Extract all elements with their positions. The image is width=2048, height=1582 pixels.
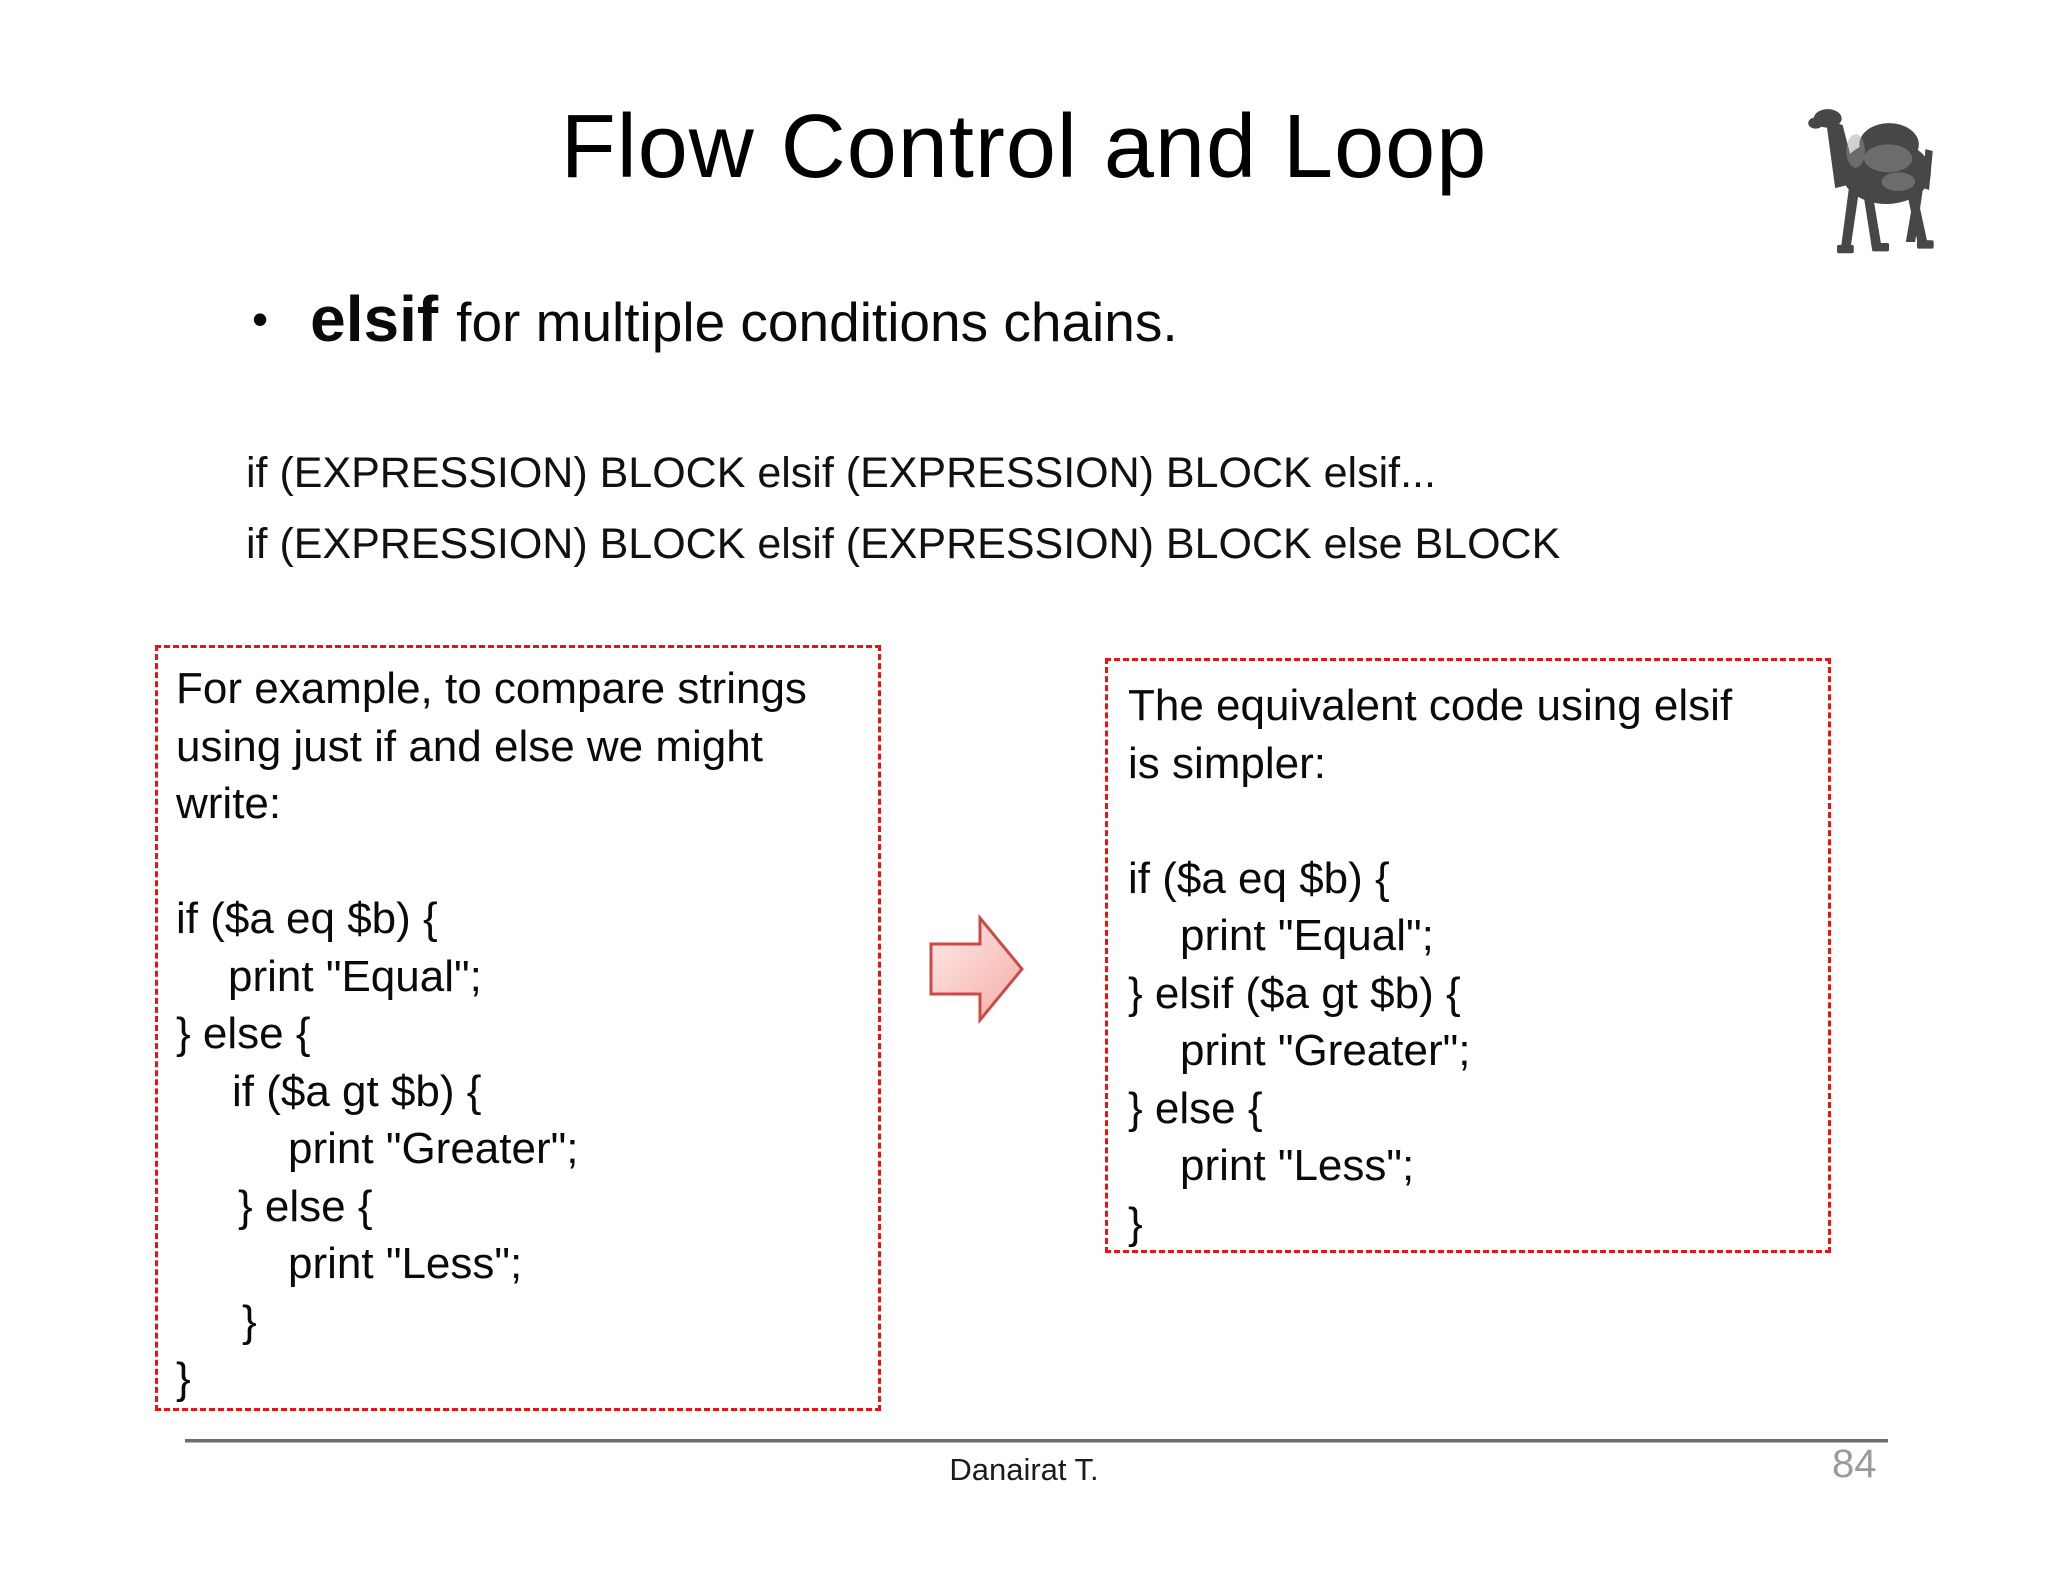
code-line: print "Equal"; bbox=[228, 951, 482, 1001]
footer-author: Danairat T. bbox=[949, 1452, 1099, 1487]
page-number: 84 bbox=[1832, 1442, 1877, 1486]
code-line: print "Less"; bbox=[288, 1239, 523, 1288]
footer-divider bbox=[185, 1439, 1888, 1443]
code-line: if ($a eq $b) { bbox=[1128, 853, 1390, 903]
perl-camel-icon bbox=[1798, 92, 1956, 262]
code-line: } elsif ($a gt $b) { bbox=[1128, 968, 1461, 1018]
bullet-text: for multiple conditions chains. bbox=[456, 291, 1178, 353]
code-line: } bbox=[176, 1354, 191, 1403]
page-title: Flow Control and Loop bbox=[560, 97, 1488, 197]
bullet-marker: • bbox=[252, 293, 269, 345]
code-line bbox=[1128, 792, 1818, 850]
syntax-lines: if (EXPRESSION) BLOCK elsif (EXPRESSION)… bbox=[246, 452, 1560, 594]
code-line: } else { bbox=[1128, 1083, 1263, 1133]
bullet-keyword: elsif bbox=[310, 283, 439, 355]
code-line: } else { bbox=[238, 1181, 373, 1231]
code-line: using just if and else we might bbox=[176, 721, 763, 771]
code-line: is simpler: bbox=[1128, 738, 1327, 788]
code-line: print "Greater"; bbox=[288, 1124, 579, 1173]
example-box-if-else: For example, to compare strings using jus… bbox=[155, 645, 881, 1411]
example-box-elsif: The equivalent code using elsif is simple… bbox=[1105, 658, 1831, 1253]
code-line bbox=[176, 833, 868, 891]
code-line: write: bbox=[176, 779, 282, 828]
code-line: } else { bbox=[176, 1009, 311, 1058]
syntax-line: if (EXPRESSION) BLOCK elsif (EXPRESSION)… bbox=[246, 520, 1561, 568]
bullet-item: • elsif for multiple conditions chains. bbox=[252, 282, 1178, 356]
code-line: The equivalent code using elsif bbox=[1128, 681, 1733, 730]
code-line: print "Equal"; bbox=[1180, 911, 1434, 960]
code-line: if ($a gt $b) { bbox=[232, 1066, 482, 1116]
syntax-line: if (EXPRESSION) BLOCK elsif (EXPRESSION)… bbox=[246, 449, 1436, 497]
code-line: } bbox=[242, 1296, 257, 1346]
code-line: } bbox=[1128, 1198, 1143, 1248]
code-line: print "Greater"; bbox=[1180, 1026, 1471, 1075]
code-line: if ($a eq $b) { bbox=[176, 894, 438, 943]
right-block-arrow-icon bbox=[929, 911, 1026, 1026]
code-line: print "Less"; bbox=[1180, 1141, 1415, 1190]
code-line: For example, to compare strings bbox=[176, 664, 807, 713]
